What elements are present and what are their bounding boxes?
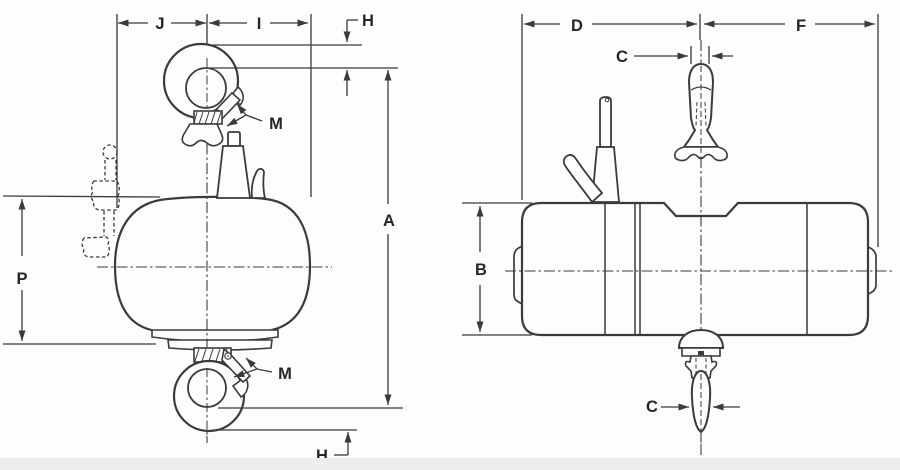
dim-label-J: J [155, 15, 164, 33]
dim-label-I: I [257, 15, 262, 33]
front-top-hook [162, 42, 244, 147]
callout-M-bottom [233, 357, 273, 378]
top-hook-flare [181, 123, 224, 147]
dim-label-D: D [571, 17, 583, 35]
dim-B [462, 202, 532, 336]
footer-band [0, 458, 900, 470]
hand-chain [81, 144, 120, 258]
dim-label-H-bottom: H [316, 447, 328, 465]
dim-label-M-bottom: M [278, 365, 292, 383]
dim-label-H-top: H [362, 12, 374, 30]
bottom-shank [684, 355, 718, 379]
front-bottom-hook [172, 347, 252, 443]
top-hook-swivel [193, 110, 223, 125]
power-cord [562, 154, 604, 204]
dim-label-B: B [475, 261, 487, 279]
side-view: D F C B C [462, 14, 895, 455]
callout-M-top [226, 103, 263, 127]
front-body [113, 195, 312, 351]
side-dimensions [462, 14, 879, 411]
top-hook-eye [185, 67, 227, 109]
dim-label-M-top: M [269, 115, 283, 133]
dim-C-top [634, 46, 733, 64]
side-bottom-hook [677, 328, 725, 452]
suspension-lug [215, 131, 252, 199]
front-dimensions [2, 14, 403, 456]
dim-label-C-top: C [616, 48, 628, 66]
left-end-lug [513, 245, 523, 305]
front-view: J I H M A P M H [2, 12, 403, 465]
side-body [513, 201, 877, 337]
side-top-hook [674, 62, 728, 162]
dim-label-C-bottom: C [646, 398, 658, 416]
cable-boot [250, 167, 267, 199]
dim-label-P: P [16, 270, 27, 288]
bottom-dome [677, 328, 725, 349]
dim-label-F: F [796, 17, 806, 35]
dim-label-A: A [383, 212, 395, 230]
ref-line-P-top [2, 195, 161, 198]
